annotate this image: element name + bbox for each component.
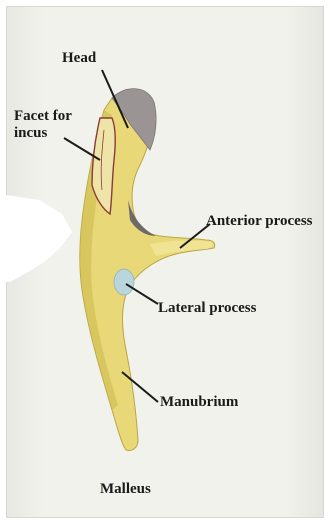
label-lateral-process: Lateral process [158,300,256,317]
anterior-process [150,241,213,256]
label-head: Head [62,50,96,67]
lateral-leader [126,284,158,304]
lateral-process [114,269,134,295]
label-facet-for-incus: Facet for incus [14,108,72,142]
label-anterior-process: Anterior process [206,213,313,230]
diagram-title: Malleus [100,481,151,498]
paper-tear [6,195,72,282]
label-manubrium: Manubrium [160,394,238,411]
